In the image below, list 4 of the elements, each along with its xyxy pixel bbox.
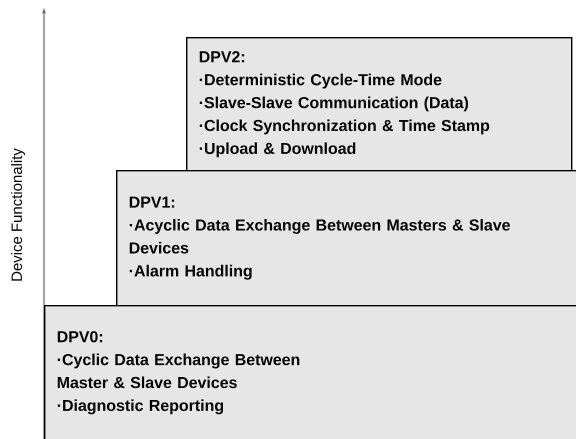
axis-label: Device Functionality	[11, 148, 25, 281]
text-box: DPV0: ·Cyclic Data Exchange Between Master & Slave Devices ·Diagnostic Reporting	[44, 304, 576, 439]
text-box: DPV2: ·Deterministic Cycle-Time Mode ·Slave-Slave Communication (Data) ·Clock Synchronization & Time Stamp ·Upload & Download	[186, 36, 572, 172]
text-box: DPV1: ·Acyclic Data Exchange Between Masters & Slave Devices ·Alarm Handling	[116, 170, 576, 306]
